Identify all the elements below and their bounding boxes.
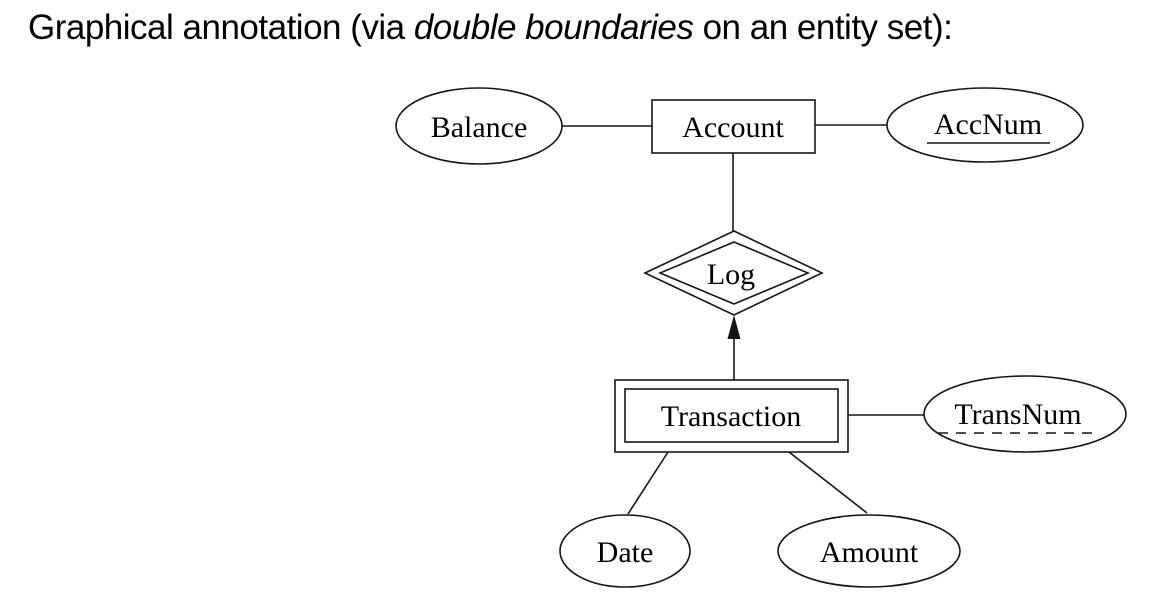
entity-transaction: Transaction bbox=[614, 379, 849, 453]
date-label: Date bbox=[597, 536, 654, 569]
attribute-date: Date bbox=[559, 514, 691, 588]
balance-ellipse bbox=[395, 87, 563, 165]
entity-account: Account bbox=[651, 99, 816, 154]
title-suffix: on an entity set): bbox=[693, 8, 953, 47]
attribute-balance: Balance bbox=[395, 87, 563, 165]
title-emphasis: double boundaries bbox=[413, 8, 694, 47]
attribute-amount: Amount bbox=[777, 514, 961, 588]
transaction-label: Transaction bbox=[661, 400, 802, 433]
arrow-up-icon bbox=[727, 315, 741, 339]
transaction-rectangle-inner bbox=[624, 388, 839, 443]
log-diamond-inner bbox=[657, 241, 811, 305]
edge-transaction-amount bbox=[788, 451, 868, 514]
balance-label: Balance bbox=[431, 111, 528, 144]
attribute-transnum: TransNum bbox=[923, 375, 1127, 453]
account-rectangle bbox=[651, 99, 816, 154]
amount-ellipse bbox=[777, 514, 961, 588]
transnum-label: TransNum bbox=[954, 398, 1081, 431]
edge-transaction-date bbox=[627, 451, 669, 515]
amount-label: Amount bbox=[820, 536, 919, 569]
relationship-log: Log bbox=[643, 230, 824, 316]
attribute-accnum: AccNum bbox=[886, 87, 1084, 163]
accnum-label: AccNum bbox=[934, 108, 1042, 141]
page-title: Graphical annotation (via double boundar… bbox=[28, 8, 953, 48]
account-label: Account bbox=[682, 111, 784, 144]
log-label: Log bbox=[707, 258, 755, 291]
title-prefix: Graphical annotation (via bbox=[28, 8, 414, 47]
date-ellipse bbox=[559, 514, 691, 588]
